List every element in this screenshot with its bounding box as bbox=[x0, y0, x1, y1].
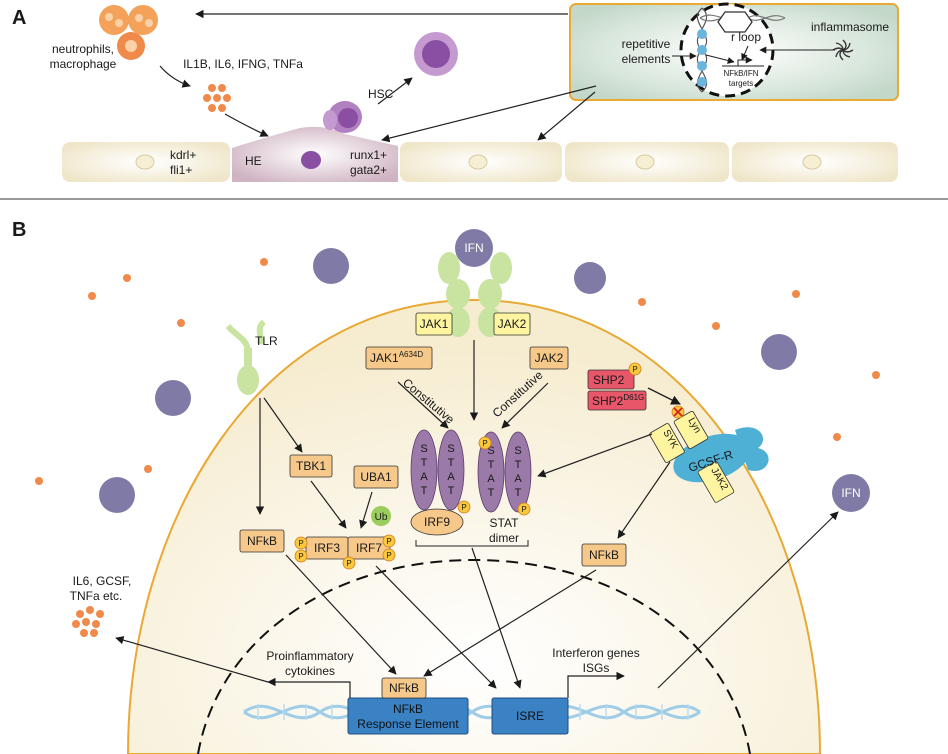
jak1-mutant-label: JAK1A634D bbox=[370, 350, 423, 365]
panel-b-letter: B bbox=[12, 219, 26, 241]
stat-proteins bbox=[410, 429, 532, 513]
svg-text:A: A bbox=[487, 473, 495, 485]
neutrophils-label: neutrophils, bbox=[52, 42, 114, 56]
cytokine-dots-b bbox=[72, 606, 104, 637]
svg-text:T: T bbox=[448, 485, 455, 497]
shp2-mutant-label: SHP2D61G bbox=[592, 393, 644, 408]
irf9-label: IRF9 bbox=[424, 515, 450, 529]
proinflammatory-label-2: cytokines bbox=[285, 664, 335, 678]
blood-vessel bbox=[62, 142, 898, 182]
repetitive-elements-label-2: elements bbox=[622, 52, 671, 66]
stat-dimer-label-2: dimer bbox=[489, 531, 519, 545]
proinflammatory-label: Proinflammatory bbox=[266, 649, 353, 663]
jak1-label: JAK1 bbox=[420, 317, 449, 331]
dna-helix bbox=[243, 704, 701, 720]
cell-membrane bbox=[126, 298, 822, 754]
double-helix-icon bbox=[696, 7, 786, 93]
ifn-top-label: IFN bbox=[464, 241, 483, 255]
inflammasome-label: inflammasome bbox=[811, 20, 889, 34]
cytokines-a-label: IL1B, IL6, IFNG, TNFa bbox=[183, 57, 303, 71]
extracellular-ifn-dots bbox=[99, 248, 797, 513]
svg-text:A: A bbox=[447, 471, 455, 483]
stat-letters: S T A T S T A T S T A T S T A T bbox=[420, 443, 522, 499]
r-loop-label: r loop bbox=[731, 30, 761, 44]
svg-text:T: T bbox=[515, 459, 522, 471]
panel-a-letter: A bbox=[12, 7, 26, 29]
phosphate-badge-icon bbox=[294, 534, 396, 570]
hsc-label: HSC bbox=[368, 87, 394, 101]
svg-text:T: T bbox=[448, 457, 455, 469]
svg-text:S: S bbox=[447, 443, 454, 455]
nucleus-envelope bbox=[197, 558, 751, 754]
macrophage-label: macrophage bbox=[50, 57, 117, 71]
p-badge-text: P bbox=[386, 551, 391, 560]
p-badge-text: P bbox=[482, 439, 487, 448]
tlr-label: TLR bbox=[255, 334, 278, 348]
inset-box: repetitive elements r loop inflammasome … bbox=[569, 2, 899, 101]
svg-text:T: T bbox=[488, 487, 495, 499]
isre-label: ISRE bbox=[516, 709, 544, 723]
inflammasome-spiral-icon bbox=[832, 39, 854, 61]
irf7-label: IRF7 bbox=[356, 541, 382, 555]
svg-text:T: T bbox=[515, 487, 522, 499]
svg-text:T: T bbox=[421, 485, 428, 497]
p-badge-text: P bbox=[461, 503, 466, 512]
svg-text:S: S bbox=[514, 445, 521, 457]
extracellular-dots bbox=[35, 258, 880, 485]
svg-text:T: T bbox=[488, 459, 495, 471]
jak2-orange-label: JAK2 bbox=[535, 351, 564, 365]
svg-text:A: A bbox=[514, 473, 522, 485]
targets-label-2: targets bbox=[729, 79, 753, 88]
interferon-genes-label: Interferon genes bbox=[552, 646, 639, 660]
neutrophil-cells bbox=[99, 5, 158, 60]
tbk1-label: TBK1 bbox=[296, 459, 326, 473]
hsc-cell bbox=[323, 101, 362, 133]
svg-text:S: S bbox=[420, 443, 427, 455]
p-badge-text: P bbox=[632, 365, 637, 374]
phosphate-badge-icon bbox=[457, 436, 531, 516]
isgs-label: ISGs bbox=[583, 661, 610, 675]
kdrl-label: kdrl+ bbox=[170, 148, 196, 162]
repetitive-elements-label: repetitive bbox=[622, 37, 671, 51]
gcsf-receptor-complex bbox=[649, 405, 769, 503]
nfkb-dna-label: NFkB bbox=[389, 681, 419, 695]
phosphate-badge-icon bbox=[628, 362, 642, 376]
p-badge-text: P bbox=[298, 539, 303, 548]
p-badge-text: P bbox=[521, 505, 526, 514]
cytokine-dots-a bbox=[203, 84, 231, 112]
il6-label-2: TNFa etc. bbox=[70, 589, 123, 603]
x-mark-icon bbox=[673, 407, 683, 417]
svg-text:T: T bbox=[421, 457, 428, 469]
ub-label: Ub bbox=[375, 512, 388, 523]
released-hsc-cell bbox=[414, 32, 458, 76]
runx1-label: runx1+ bbox=[350, 148, 387, 162]
he-label: HE bbox=[245, 154, 262, 168]
targets-label: NFkB/IFN bbox=[723, 69, 758, 78]
nfkb-re-label-2: Response Element bbox=[357, 717, 459, 731]
nfkb-re-label: NFkB bbox=[393, 702, 423, 716]
tlr-receptor bbox=[225, 319, 267, 395]
ifn-right-label: IFN bbox=[841, 486, 860, 500]
shp2-label: SHP2 bbox=[593, 373, 625, 387]
jak2-label: JAK2 bbox=[498, 317, 527, 331]
he-cell bbox=[232, 126, 398, 182]
fli1-label: fli1+ bbox=[170, 163, 192, 177]
irf3-label: IRF3 bbox=[314, 541, 340, 555]
gata2-label: gata2+ bbox=[350, 163, 387, 177]
p-badge-text: P bbox=[298, 552, 303, 561]
uba1-label: UBA1 bbox=[360, 470, 392, 484]
p-badge-text: P bbox=[386, 537, 391, 546]
svg-text:A: A bbox=[420, 471, 428, 483]
p-badge-text: P bbox=[346, 559, 351, 568]
nfkb-left-label: NFkB bbox=[247, 534, 277, 548]
stat-dimer-label: STAT bbox=[490, 516, 520, 530]
nfkb-right-label: NFkB bbox=[589, 548, 619, 562]
svg-text:S: S bbox=[487, 445, 494, 457]
il6-label: IL6, GCSF, bbox=[73, 574, 132, 588]
